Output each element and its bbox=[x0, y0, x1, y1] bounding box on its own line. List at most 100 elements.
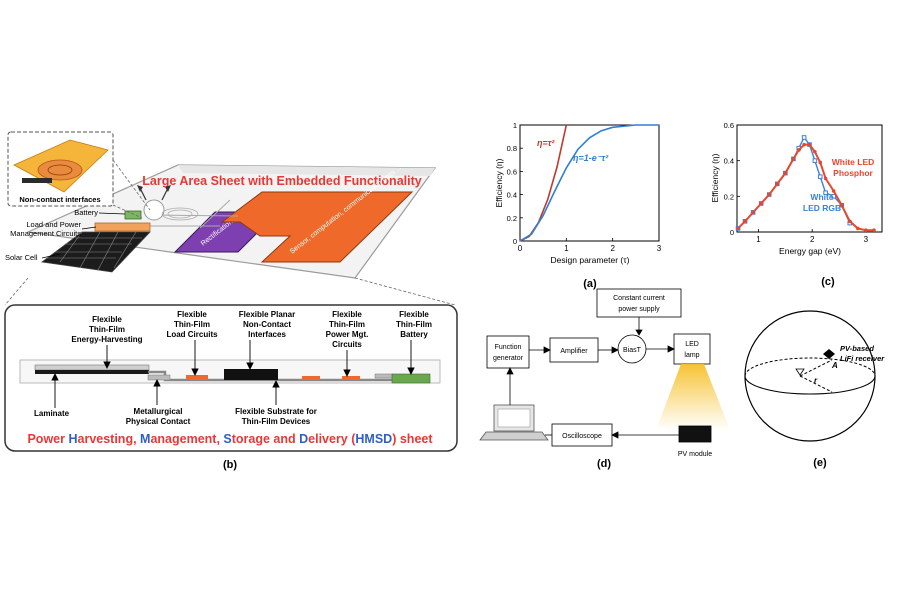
equator-front bbox=[744, 375, 876, 395]
legend-blue: η=1-e⁻τ² bbox=[573, 153, 609, 163]
cs-non-contact-2: Non-Contact bbox=[243, 320, 291, 329]
plot-c-frame bbox=[736, 124, 883, 233]
plot-c-xtick-label: 3 bbox=[864, 235, 869, 244]
pv-module-label: PV module bbox=[678, 451, 712, 458]
series-exponential bbox=[519, 124, 659, 242]
series-rgb bbox=[737, 136, 851, 229]
phosphor-point bbox=[751, 210, 755, 215]
point-a-label: A bbox=[831, 361, 838, 370]
legend-phosphor-1: White LED bbox=[832, 157, 875, 167]
phosphor-point bbox=[736, 226, 740, 231]
receiver-label-2: LiFi receiver bbox=[840, 354, 885, 363]
hmsd-acronym: HMSD bbox=[355, 432, 392, 446]
phosphor-point bbox=[872, 228, 876, 233]
cs-energy-harvesting-2: Thin-Film bbox=[89, 325, 125, 334]
oscilloscope-label: Oscilloscope bbox=[562, 433, 602, 440]
cross-section-arrows bbox=[51, 340, 415, 408]
hmsd-m: M bbox=[140, 432, 150, 446]
cs-substrate-1: Flexible Substrate for bbox=[235, 407, 317, 416]
plot-a-ylabel: Efficiency (η) bbox=[494, 158, 504, 207]
load-circuit-chip bbox=[186, 375, 208, 380]
load-power-block bbox=[94, 222, 151, 232]
cs-laminate: Laminate bbox=[34, 409, 70, 418]
sheet-title: Large Area Sheet with Embedded Functiona… bbox=[142, 174, 421, 188]
caption-a: (a) bbox=[583, 278, 597, 290]
panel-d: Constant current power supply Function g… bbox=[479, 288, 730, 470]
led-lamp-box bbox=[673, 333, 711, 365]
rgb-point bbox=[812, 158, 818, 163]
legend-phosphor-2: Phosphor bbox=[833, 168, 873, 178]
radius-line bbox=[799, 359, 833, 377]
cs-power-mgt-3: Power Mgt. bbox=[326, 330, 369, 339]
power-supply-label-2: power supply bbox=[618, 306, 660, 313]
phosphor-point bbox=[791, 157, 796, 161]
laptop-icon bbox=[479, 404, 549, 441]
plot-a-ytick-label: 0.8 bbox=[507, 144, 517, 153]
cs-load-circuits-2: Thin-Film bbox=[174, 320, 210, 329]
battery-label: Battery bbox=[74, 208, 98, 217]
biast-label: BiasT bbox=[623, 347, 642, 354]
led-lamp-label-2: lamp bbox=[684, 352, 699, 359]
cs-energy-harvesting-3: Energy-Harvesting bbox=[71, 335, 142, 344]
plot-c-ytick-label: 0.4 bbox=[724, 157, 734, 166]
cs-non-contact-3: Interfaces bbox=[248, 330, 286, 339]
wire-lines bbox=[140, 199, 239, 229]
phosphor-point bbox=[767, 192, 772, 197]
amplifier-label: Amplifier bbox=[560, 348, 588, 355]
hmsd-s: S bbox=[223, 432, 231, 446]
caption-c: (c) bbox=[821, 276, 835, 288]
hmsd-part-1: Power bbox=[27, 432, 68, 446]
phosphor-point bbox=[775, 182, 780, 186]
plot-a-xtick-label: 3 bbox=[657, 244, 662, 253]
plot-a-ytick-label: 1 bbox=[513, 121, 517, 130]
plot-c-xlabel: Energy gap (eV) bbox=[779, 246, 841, 256]
receiver-label-1: PV-based bbox=[840, 344, 874, 353]
sphere bbox=[744, 310, 876, 442]
phosphor-point bbox=[813, 149, 817, 154]
cs-load-circuits-1: Flexible bbox=[177, 310, 207, 319]
hmsd-h: H bbox=[68, 432, 77, 446]
plot-a-frame bbox=[519, 124, 660, 242]
plot-a-ytick-label: 0.2 bbox=[507, 214, 517, 223]
phosphor-point bbox=[831, 189, 836, 193]
phosphor-point bbox=[802, 142, 806, 147]
phosphor-point bbox=[759, 201, 763, 206]
phosphor-point bbox=[807, 142, 812, 147]
rgb-point bbox=[817, 174, 823, 180]
hmsd-part-6: ) sheet bbox=[392, 432, 433, 446]
phosphor-point bbox=[743, 219, 747, 224]
hmsd-part-4: torage and bbox=[232, 432, 299, 446]
caption-d: (d) bbox=[597, 458, 611, 470]
cs-power-mgt-2: Thin-Film bbox=[329, 320, 365, 329]
plot-a-ytick-label: 0.6 bbox=[507, 167, 517, 176]
load-power-label-2: Management Circuits bbox=[10, 229, 81, 238]
phosphor-point bbox=[856, 226, 860, 231]
antenna-coil bbox=[143, 199, 165, 221]
plot-a-xtick-label: 2 bbox=[610, 244, 615, 253]
cs-battery-3: Battery bbox=[400, 330, 428, 339]
power-supply-box bbox=[596, 288, 682, 318]
function-generator-label-2: generator bbox=[493, 355, 524, 362]
plot-a-xtick-label: 0 bbox=[518, 244, 523, 253]
connection-arrows bbox=[506, 317, 679, 439]
cs-load-circuits-3: Load Circuits bbox=[166, 330, 218, 339]
caption-e: (e) bbox=[813, 457, 827, 469]
plot-a-xlabel: Design parameter (τ) bbox=[551, 255, 630, 265]
receiver-point bbox=[823, 349, 835, 359]
function-generator-label-1: Function bbox=[495, 344, 522, 351]
legend-rgb-2: LED RGB bbox=[803, 203, 841, 213]
cs-metallurgical-2: Physical Contact bbox=[126, 417, 191, 426]
phosphor-point bbox=[864, 228, 868, 233]
rgb-point bbox=[823, 190, 828, 196]
non-contact-chip bbox=[224, 369, 278, 380]
hmsd-part-5: elivery ( bbox=[308, 432, 356, 446]
plot-c-ytick-label: 0.6 bbox=[724, 121, 734, 130]
cs-energy-harvesting-1: Flexible bbox=[92, 315, 122, 324]
cs-non-contact-1: Flexible Planar bbox=[239, 310, 295, 319]
legend-rgb-1: White bbox=[810, 192, 833, 202]
